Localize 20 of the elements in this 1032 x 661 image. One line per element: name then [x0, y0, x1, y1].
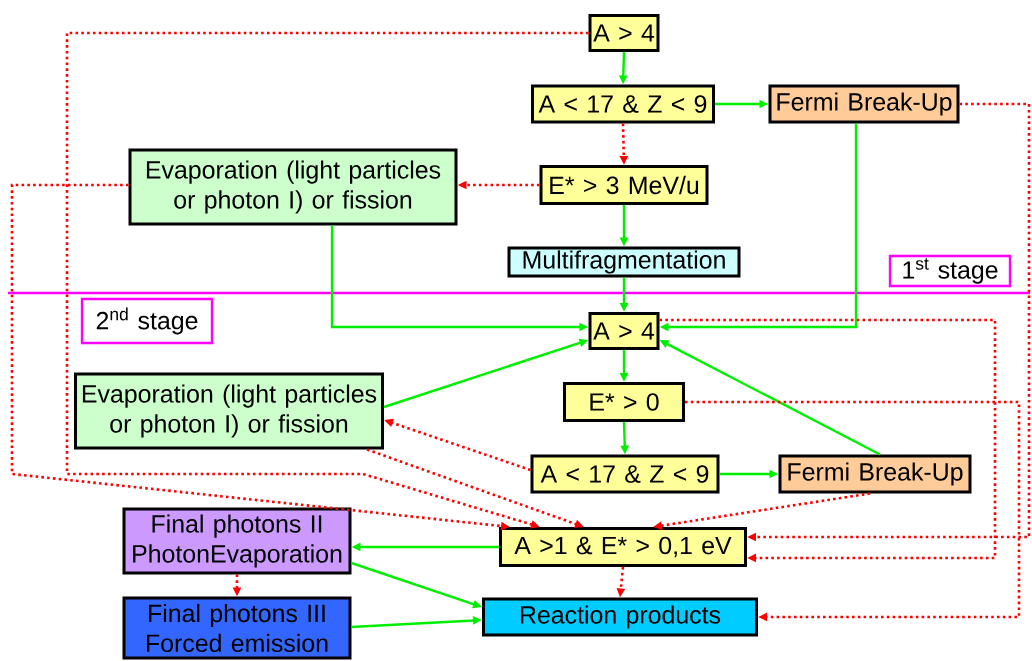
decision-box: E* > 3 MeV/u [539, 165, 709, 205]
stage-label-box: 1$^{st}$ stage [888, 254, 1012, 288]
arrow [65, 31, 589, 529]
decision-box: A >1 & E* > 0,1 eV [499, 527, 747, 567]
process-box: Evaporation (light particles or photon I) or fission [128, 148, 458, 226]
process-box: A > 4 [588, 312, 660, 350]
decision-box: A < 17 & Z < 9 [530, 454, 720, 494]
process-box: Final photons II PhotonEvaporation [122, 507, 352, 575]
arrow [659, 318, 997, 563]
decision-box: A < 17 & Z < 9 [531, 84, 715, 124]
process-box: A > 4 [588, 14, 660, 52]
stage-label-box: 2$^{nd}$ stage [80, 297, 214, 345]
process-box: Final photons III Forced emission [122, 596, 352, 660]
decision-box: E* > 0 [563, 382, 685, 422]
arrow [685, 400, 1021, 622]
process-box: Fermi Break-Up [778, 454, 972, 494]
process-box: Evaporation (light particles or photon I) or fission [74, 372, 384, 450]
result-box: Reaction products [482, 597, 758, 637]
process-box: Fermi Break-Up [768, 84, 960, 124]
process-box: Multifragmentation [507, 246, 741, 278]
